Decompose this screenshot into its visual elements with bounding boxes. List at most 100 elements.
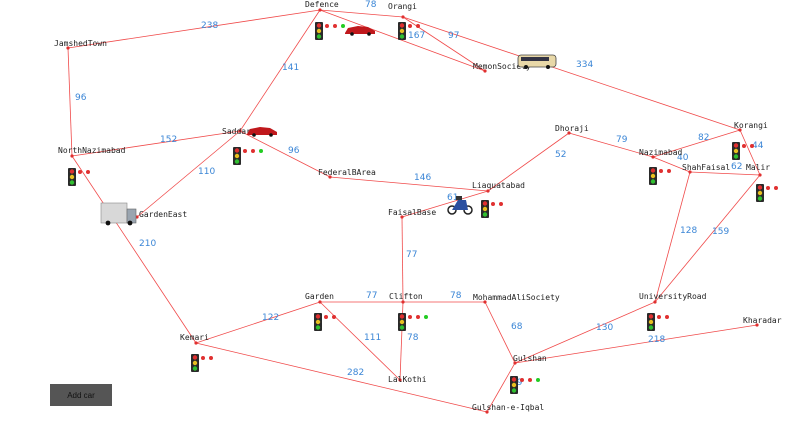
road-faisalbase-clifton	[401, 216, 404, 303]
junction-federalbarea[interactable]	[328, 175, 332, 179]
road-weight-label: 152	[160, 135, 177, 145]
road-weight-label: 218	[648, 335, 665, 345]
junction-memon[interactable]	[483, 69, 487, 73]
road-defence-orangi	[319, 9, 404, 18]
junction-nazimabad[interactable]	[651, 155, 655, 159]
junction-korangi[interactable]	[738, 128, 742, 132]
junction-orangi[interactable]	[401, 15, 405, 19]
road-weight-label: 44	[752, 141, 764, 151]
junction-label-lalkothi: LalKothi	[388, 375, 427, 384]
road-weight-label: 78	[450, 291, 462, 301]
add-car-button[interactable]: Add car	[50, 384, 112, 406]
traffic-light-icon	[68, 168, 76, 186]
junction-label-gardeneast: GardenEast	[139, 210, 187, 219]
road-northnazimabad-kemari	[71, 155, 197, 344]
truck-icon	[100, 202, 137, 226]
road-weight-label: 97	[448, 31, 459, 41]
traffic-light-icon	[398, 22, 406, 40]
road-weight-label: 79	[616, 135, 628, 145]
road-malir-universityroad	[654, 174, 761, 303]
road-weight-label: 110	[198, 167, 215, 177]
traffic-light-icon	[191, 354, 199, 372]
traffic-light-icon	[510, 376, 518, 394]
road-weight-label: 167	[408, 31, 425, 41]
junction-lalkothi[interactable]	[398, 378, 402, 382]
motorbike-icon	[447, 196, 473, 215]
signal-status-dots	[324, 315, 336, 319]
road-weight-label: 61	[447, 193, 458, 203]
bus-icon	[517, 54, 557, 69]
signal-status-dots	[243, 149, 263, 153]
junction-kemari[interactable]	[194, 341, 198, 345]
road-weight-label: 210	[139, 239, 156, 249]
road-shahfaisal-universityroad	[654, 171, 691, 303]
junction-defence[interactable]	[318, 8, 322, 12]
vehicles-layer	[100, 26, 557, 226]
traffic-light-icon	[314, 313, 322, 331]
junction-saddar[interactable]	[238, 129, 242, 133]
junction-shahfaisal[interactable]	[688, 170, 692, 174]
road-weight-label: 282	[347, 368, 364, 378]
traffic-light-icon	[481, 200, 489, 218]
road-weight-label: 130	[596, 323, 613, 333]
roads-layer	[67, 9, 761, 413]
junction-label-garden: Garden	[305, 292, 334, 301]
junction-gulshaneiqbal[interactable]	[485, 410, 489, 414]
traffic-light-icon	[649, 167, 657, 185]
road-mohammadali-gulshan	[484, 301, 516, 364]
traffic-light-icon	[233, 147, 241, 165]
junction-label-mohammadali: MohammadAliSociety	[473, 293, 560, 302]
junction-malir[interactable]	[758, 173, 762, 177]
road-northnazimabad-saddar	[71, 130, 241, 157]
traffic-light-icon	[315, 22, 323, 40]
road-gulshan-kharadar	[514, 324, 758, 364]
junction-label-gulshan: Gulshan	[513, 354, 547, 363]
traffic-signals-layer	[68, 22, 778, 394]
traffic-light-icon	[398, 313, 406, 331]
signal-status-dots	[201, 356, 213, 360]
road-weights-layer: 2387816714197334961521109614679528240446…	[75, 0, 764, 388]
signal-status-dots	[78, 170, 90, 174]
road-garden-lalkothi	[319, 301, 401, 381]
signal-status-dots	[408, 315, 428, 319]
car-icon	[345, 26, 375, 36]
road-dhoraji-liaquatabad	[487, 132, 570, 192]
junction-mohammadali[interactable]	[483, 300, 487, 304]
junction-label-saddar: Saddar	[222, 127, 251, 136]
junction-northnazimabad[interactable]	[70, 154, 74, 158]
junction-clifton[interactable]	[401, 300, 405, 304]
road-weight-label: 128	[680, 226, 697, 236]
junction-kharadar[interactable]	[755, 323, 759, 327]
junction-label-shahfaisal: ShahFaisal	[682, 163, 730, 172]
road-dhoraji-nazimabad	[568, 132, 654, 158]
junction-label-northnazimabad: NorthNazimabad	[58, 146, 126, 155]
junction-faisalbase[interactable]	[400, 215, 404, 219]
road-weight-label: 159	[712, 227, 729, 237]
road-weight-label: 77	[406, 250, 417, 260]
junction-label-dhoraji: Dhoraji	[555, 124, 589, 133]
road-weight-label: 111	[364, 333, 381, 343]
road-defence-jamshed	[67, 9, 321, 49]
junction-jamshed[interactable]	[66, 46, 70, 50]
junction-gulshan[interactable]	[513, 361, 517, 365]
road-gulshan-universityroad	[514, 301, 656, 364]
junction-label-kemari: Kemari	[180, 333, 209, 342]
road-jamshed-northnazimabad	[67, 47, 73, 157]
road-weight-label: 146	[414, 173, 431, 183]
junction-label-defence: Defence	[305, 0, 339, 9]
traffic-light-icon	[647, 313, 655, 331]
road-weight-label: 96	[75, 93, 87, 103]
traffic-light-icon	[756, 184, 764, 202]
junction-label-clifton: Clifton	[389, 292, 423, 301]
junction-garden[interactable]	[318, 300, 322, 304]
road-defence-memon	[319, 9, 486, 72]
road-liaquatabad-faisalbase	[401, 190, 489, 218]
junction-universityroad[interactable]	[653, 300, 657, 304]
junction-label-jamshed: JamshedTown	[54, 39, 107, 48]
signal-status-dots	[325, 24, 345, 28]
junction-liaquatabad[interactable]	[486, 189, 490, 193]
junction-label-federalbarea: FederalBArea	[318, 168, 376, 177]
junction-dhoraji[interactable]	[567, 131, 571, 135]
signal-status-dots	[408, 24, 420, 28]
